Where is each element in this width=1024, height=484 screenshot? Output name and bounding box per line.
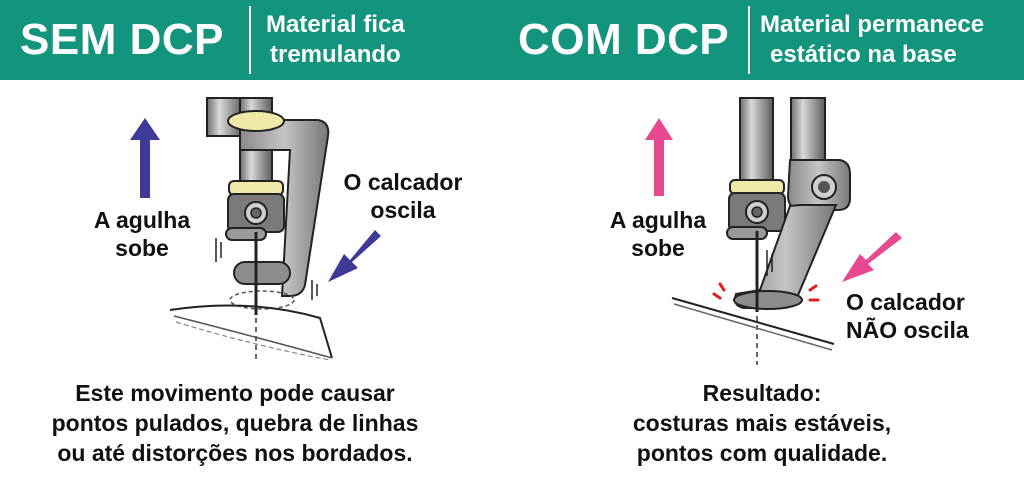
right-caption: Resultado: costuras mais estáveis, ponto… [560, 378, 964, 468]
left-header-divider [249, 6, 251, 74]
presser-bar-right [786, 97, 851, 211]
diagonal-arrow-icon [842, 232, 902, 282]
right-caption-line2: costuras mais estáveis, [632, 410, 892, 436]
right-foot-label-line2: NÃO oscila [846, 317, 969, 343]
right-title: COM DCP [518, 15, 730, 64]
right-foot-label: O calcador NÃO oscila [846, 288, 1016, 344]
left-needle-label: A agulha sobe [82, 206, 202, 262]
right-needle-label-line1: A agulha [609, 207, 707, 233]
needle-bar-right [726, 97, 786, 240]
presser-foot-icon [227, 110, 330, 310]
vibration-marks-right [766, 250, 773, 276]
left-caption: Este movimento pode causar pontos pulado… [0, 378, 470, 468]
left-foot-label-line1: O calcador [343, 169, 463, 195]
left-caption-line3: ou até distorções nos bordados. [57, 440, 413, 466]
left-needle-label-line2: sobe [115, 235, 169, 261]
spark-marks [712, 282, 820, 302]
right-needle-label: A agulha sobe [598, 206, 718, 262]
right-caption-line1: Resultado: [702, 380, 822, 406]
up-arrow-icon [645, 118, 673, 196]
fabric-right [671, 297, 835, 351]
left-title: SEM DCP [20, 15, 224, 64]
left-caption-line2: pontos pulados, quebra de linhas [51, 410, 419, 436]
left-subtitle-line1: Material fica [266, 11, 405, 38]
right-subtitle: Material permanece estático na base [760, 10, 984, 70]
right-subtitle-line2: estático na base [770, 41, 957, 68]
presser-foot-icon [733, 204, 838, 310]
left-caption-line1: Este movimento pode causar [75, 380, 395, 406]
fabric-left [169, 304, 333, 361]
diagonal-arrow-icon [328, 230, 381, 282]
header-bar [0, 0, 1024, 80]
left-foot-label-line2: oscila [370, 197, 436, 223]
right-foot-label-line1: O calcador [846, 289, 965, 315]
right-header-divider [748, 6, 750, 74]
right-needle-label-line2: sobe [631, 235, 685, 261]
up-arrow-icon [130, 118, 160, 198]
left-foot-label: O calcador oscila [328, 168, 478, 224]
right-caption-line3: pontos com qualidade. [636, 440, 888, 466]
left-needle-label-line1: A agulha [93, 207, 191, 233]
vibration-marks-left [215, 238, 318, 300]
left-subtitle: Material fica tremulando [266, 10, 405, 70]
right-subtitle-line1: Material permanece [760, 11, 985, 38]
left-subtitle-line2: tremulando [270, 41, 401, 68]
